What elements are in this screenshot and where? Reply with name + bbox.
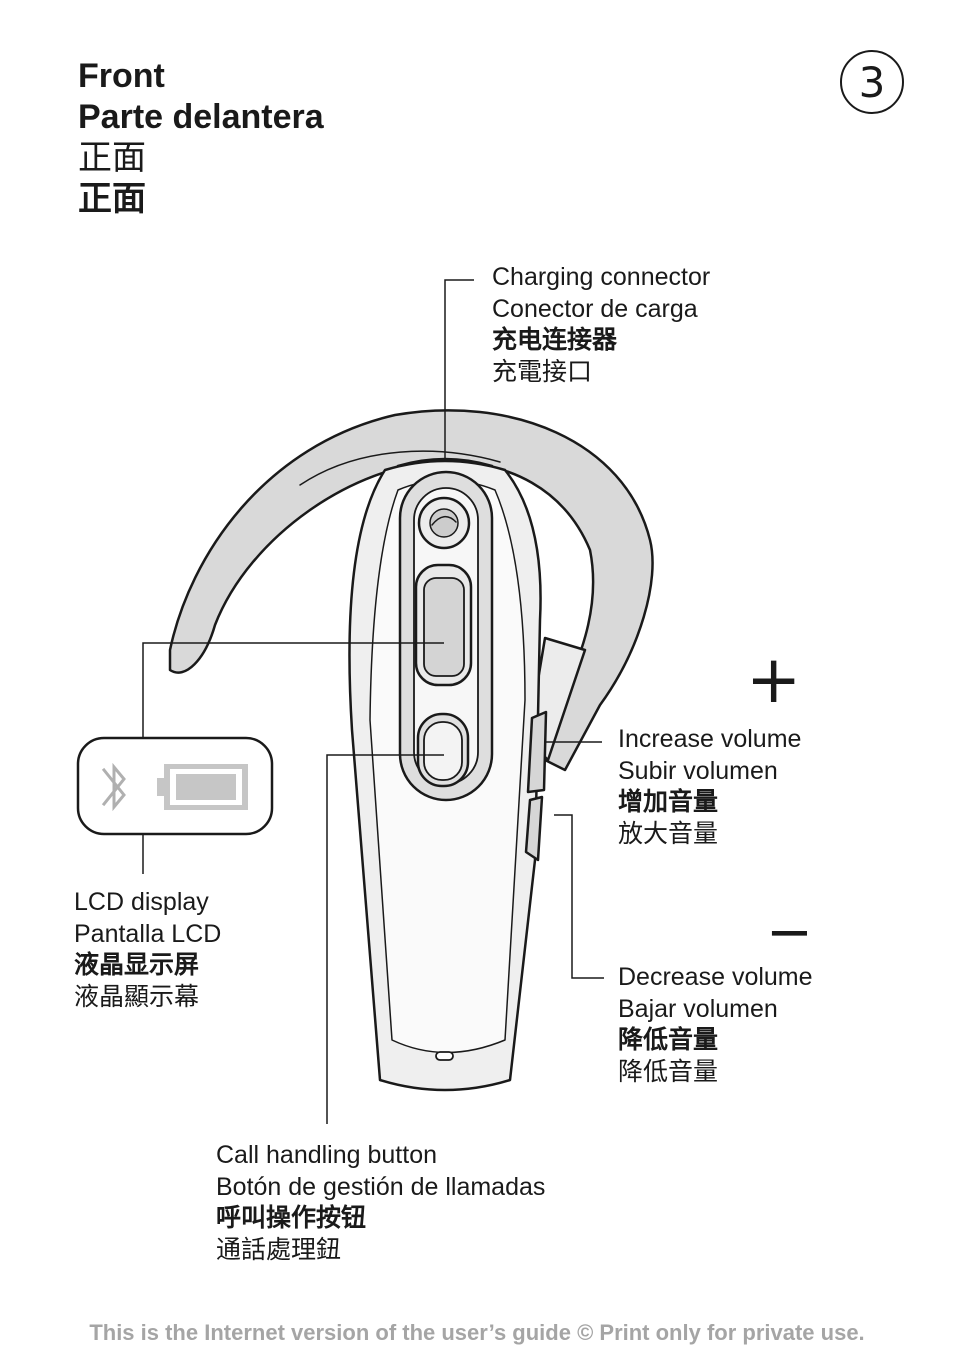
battery-icon xyxy=(157,764,248,810)
page-title-english: Front xyxy=(78,57,165,95)
callout-es: Conector de carga xyxy=(492,294,698,323)
page-number-badge: 3 xyxy=(840,50,904,114)
callout-en: Decrease volume xyxy=(618,963,813,991)
bluetooth-icon xyxy=(101,762,126,812)
callout-call-handling-button: Call handling button Botón de gestión de… xyxy=(216,1140,545,1266)
footer-notice: This is the Internet version of the user… xyxy=(89,1320,865,1345)
callout-lcd-display: LCD display Pantalla LCD 液晶显示屏 液晶顯示幕 xyxy=(74,887,221,1013)
title-block: Front Parte delantera 正面 正面 xyxy=(78,56,324,220)
page-title-simplified-chinese: 正面 xyxy=(78,180,146,218)
callout-zh-traditional: 通話處理鈕 xyxy=(216,1235,342,1264)
callout-en: Charging connector xyxy=(492,263,711,291)
callout-charging-connector: Charging connector Conector de carga 充电连… xyxy=(492,262,710,388)
callout-zh-simplified: 充电连接器 xyxy=(492,326,618,354)
minus-symbol: − xyxy=(766,900,813,965)
leader-call xyxy=(326,754,444,1124)
volume-down-button-shape xyxy=(524,795,544,862)
callout-zh-simplified: 呼叫操作按钮 xyxy=(216,1204,367,1232)
callout-en: Increase volume xyxy=(618,725,802,753)
callout-zh-simplified: 增加音量 xyxy=(618,788,719,816)
callout-es: Pantalla LCD xyxy=(74,919,222,948)
callout-increase-volume: Increase volume Subir volumen 增加音量 放大音量 xyxy=(618,724,801,850)
callout-es: Botón de gestión de llamadas xyxy=(216,1172,546,1201)
callout-zh-traditional: 充電接口 xyxy=(492,357,593,386)
page-title-spanish: Parte delantera xyxy=(78,98,324,136)
leader-charging xyxy=(444,279,474,458)
callout-zh-traditional: 降低音量 xyxy=(618,1057,719,1086)
callout-es: Bajar volumen xyxy=(618,994,778,1023)
callout-zh-simplified: 降低音量 xyxy=(618,1026,719,1054)
callout-zh-simplified: 液晶显示屏 xyxy=(74,951,200,979)
callout-decrease-volume: Decrease volume Bajar volumen 降低音量 降低音量 xyxy=(618,962,813,1088)
callout-es: Subir volumen xyxy=(618,756,778,785)
callout-en: LCD display xyxy=(74,888,209,916)
plus-symbol: + xyxy=(746,641,802,718)
leader-lcd xyxy=(142,642,444,738)
leader-decrease xyxy=(554,814,604,979)
page-title-traditional-chinese: 正面 xyxy=(78,139,146,177)
volume-up-button-shape xyxy=(526,710,548,794)
callout-zh-traditional: 液晶顯示幕 xyxy=(74,982,200,1011)
callout-en: Call handling button xyxy=(216,1141,437,1169)
callout-zh-traditional: 放大音量 xyxy=(618,819,719,848)
